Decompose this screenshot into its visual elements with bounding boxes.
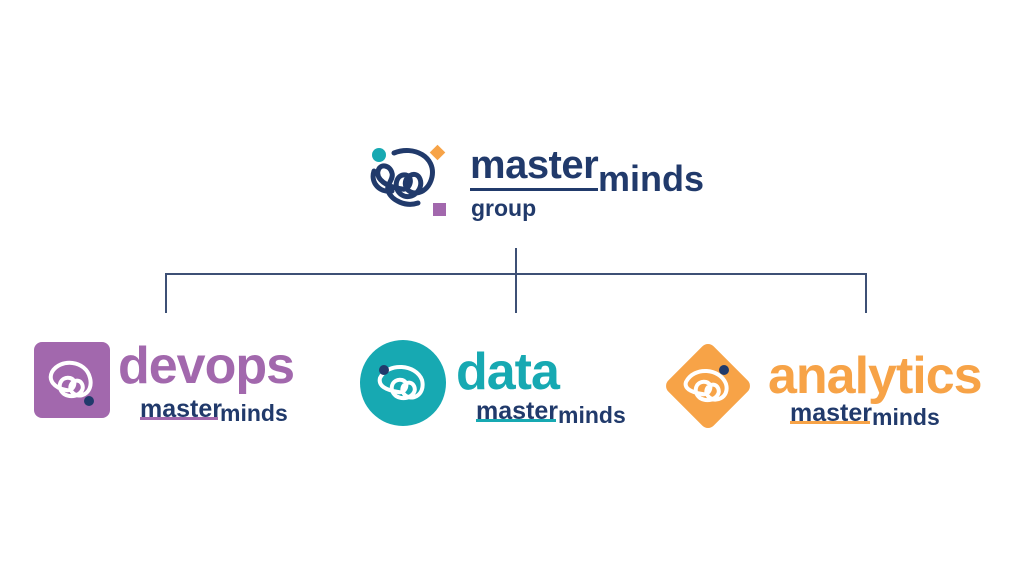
brain-scribble-icon — [370, 144, 446, 216]
division-name: analytics — [768, 347, 983, 405]
division-name: devops — [118, 337, 295, 395]
brain-scribble-icon — [360, 340, 446, 426]
logo-underline — [790, 421, 870, 424]
logo-word-minds: minds — [220, 400, 288, 426]
logo-word-group: group — [471, 195, 537, 221]
logo-word-minds: minds — [598, 158, 705, 199]
division-logo-data: data master minds — [360, 340, 650, 428]
connector-drop-data — [515, 273, 517, 313]
connector-drop-analytics — [865, 273, 867, 313]
connector-drop-devops — [165, 273, 167, 313]
logo-underline — [470, 188, 598, 191]
logo-word-minds: minds — [872, 404, 940, 430]
logo-word-master: master — [470, 143, 599, 187]
logo-underline — [476, 419, 556, 422]
division-logo-analytics: analytics master minds — [658, 336, 1008, 436]
division-name: data — [456, 343, 560, 401]
division-logo-devops: devops master minds — [34, 337, 304, 426]
connector-stem — [515, 248, 517, 274]
brain-scribble-icon — [666, 344, 750, 428]
logo-underline — [140, 417, 218, 420]
brain-scribble-icon — [34, 342, 110, 418]
group-logo: master minds group — [366, 143, 726, 223]
logo-word-minds: minds — [558, 402, 626, 428]
